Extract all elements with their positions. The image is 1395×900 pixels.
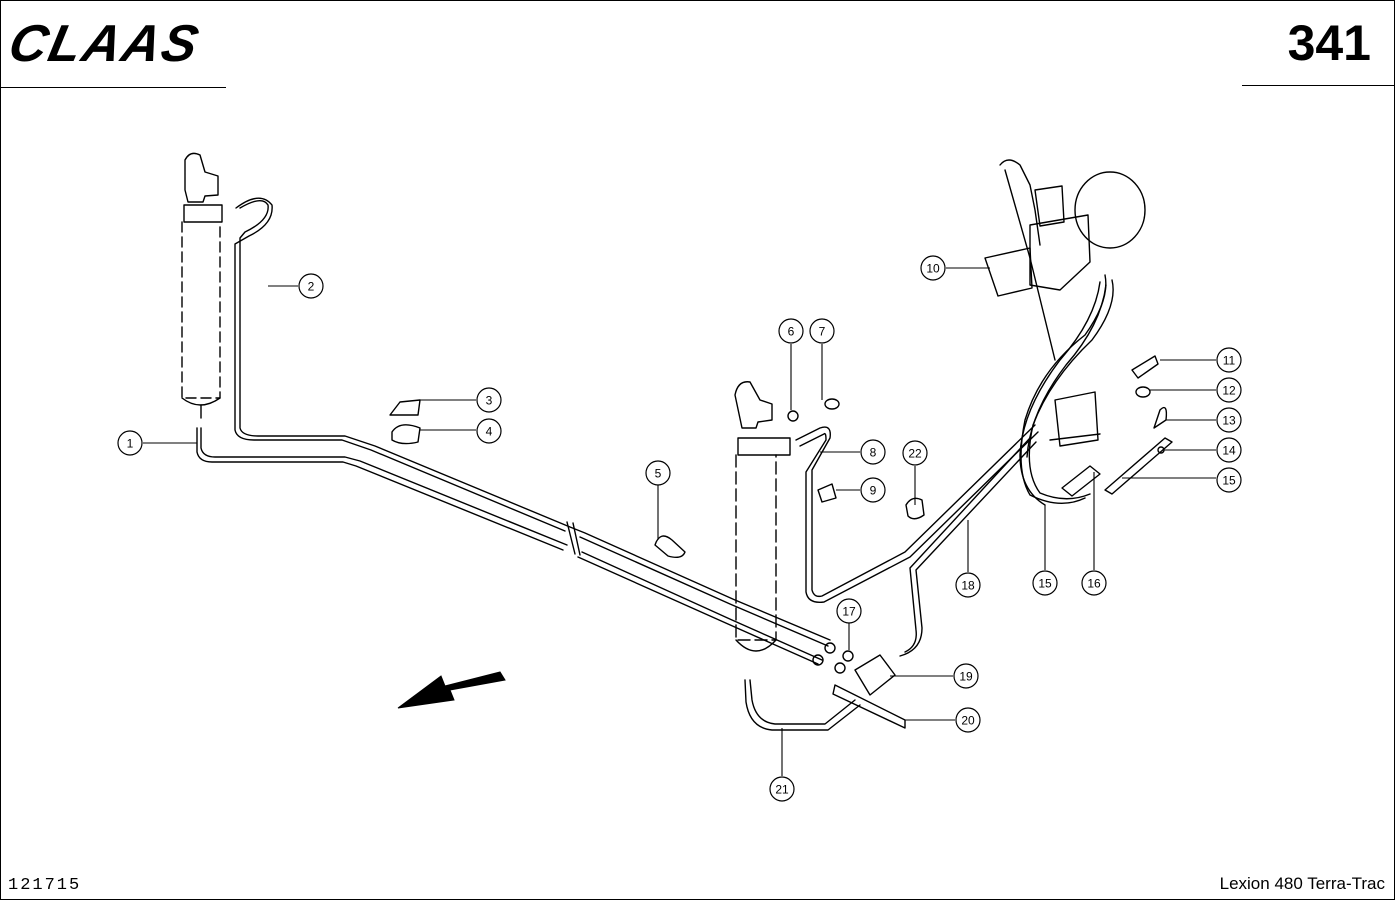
callout-label: 9 bbox=[870, 484, 877, 498]
pipe-1 bbox=[196, 427, 823, 665]
callout-label: 22 bbox=[908, 447, 922, 461]
callout-label: 3 bbox=[486, 394, 493, 408]
callout-1: 1 bbox=[117, 430, 143, 456]
callout-20: 20 bbox=[955, 707, 981, 733]
callout-label: 21 bbox=[775, 783, 789, 797]
valve-block-10 bbox=[984, 159, 1146, 361]
callout-label: 1 bbox=[127, 437, 134, 451]
header-rule-left bbox=[0, 87, 226, 88]
document-id: 121715 bbox=[8, 876, 82, 895]
callout-15-right: 15 bbox=[1216, 467, 1242, 493]
callout-label: 6 bbox=[788, 325, 795, 339]
callout-15-lower: 15 bbox=[1032, 570, 1058, 596]
pipe-21 bbox=[749, 679, 856, 725]
callout-label: 13 bbox=[1222, 414, 1236, 428]
lower-valve bbox=[1049, 391, 1101, 447]
callout-markers: 1 2 3 4 5 6 7 8 9 10 11 12 13 14 15 15 1… bbox=[117, 255, 1242, 802]
bracket-20 bbox=[832, 684, 906, 729]
left-hydraulic-cylinder bbox=[181, 152, 223, 419]
pipe-8 bbox=[795, 424, 1039, 603]
callout-label: 16 bbox=[1087, 577, 1101, 591]
page-number: 341 bbox=[1287, 15, 1371, 71]
callout-10: 10 bbox=[920, 255, 946, 281]
callout-label: 18 bbox=[961, 579, 975, 593]
callout-4: 4 bbox=[476, 418, 502, 444]
callout-label: 4 bbox=[486, 425, 493, 439]
clip-22 bbox=[905, 497, 925, 520]
nut-6 bbox=[787, 410, 799, 422]
callout-9: 9 bbox=[860, 477, 886, 503]
pipe-2 bbox=[234, 197, 831, 647]
callout-label: 5 bbox=[655, 467, 662, 481]
callout-19: 19 bbox=[953, 663, 979, 689]
machine-model: Lexion 480 Terra-Trac bbox=[1219, 874, 1385, 893]
callout-5: 5 bbox=[645, 460, 671, 486]
callout-label: 19 bbox=[959, 670, 973, 684]
callout-17: 17 bbox=[836, 598, 862, 624]
callout-13: 13 bbox=[1216, 407, 1242, 433]
callout-label: 8 bbox=[870, 446, 877, 460]
callout-11: 11 bbox=[1216, 347, 1242, 373]
tee-block-19 bbox=[854, 654, 896, 696]
fittings-17 bbox=[812, 642, 854, 674]
pipe-18 bbox=[899, 437, 1037, 657]
callout-label: 11 bbox=[1223, 354, 1236, 368]
callout-label: 14 bbox=[1222, 444, 1236, 458]
clip-5 bbox=[654, 535, 686, 559]
callout-label: 12 bbox=[1222, 384, 1236, 398]
callout-21: 21 bbox=[769, 776, 795, 802]
callout-2: 2 bbox=[298, 273, 324, 299]
fitting-16 bbox=[1061, 465, 1101, 497]
fittings-11-15 bbox=[1104, 355, 1173, 495]
callout-16: 16 bbox=[1081, 570, 1107, 596]
callout-3: 3 bbox=[476, 387, 502, 413]
callout-label: 20 bbox=[961, 714, 975, 728]
callout-12: 12 bbox=[1216, 377, 1242, 403]
travel-direction-arrow bbox=[397, 671, 506, 709]
callout-22: 22 bbox=[902, 440, 928, 466]
callout-label: 10 bbox=[926, 262, 940, 276]
callout-label: 7 bbox=[819, 325, 826, 339]
callout-label: 15 bbox=[1222, 474, 1236, 488]
callout-label: 15 bbox=[1038, 577, 1052, 591]
clip-3-4 bbox=[389, 399, 421, 445]
center-hydraulic-cylinder bbox=[734, 381, 791, 652]
callout-7: 7 bbox=[809, 318, 835, 344]
fitting-7 bbox=[824, 398, 840, 410]
hoses-15 bbox=[1019, 274, 1114, 506]
callout-14: 14 bbox=[1216, 437, 1242, 463]
callout-label: 17 bbox=[842, 605, 856, 619]
callout-18: 18 bbox=[955, 572, 981, 598]
clip-9 bbox=[817, 483, 837, 503]
callout-8: 8 bbox=[860, 439, 886, 465]
header-rule-right bbox=[1242, 85, 1395, 86]
callout-label: 2 bbox=[308, 280, 315, 294]
callout-6: 6 bbox=[778, 318, 804, 344]
